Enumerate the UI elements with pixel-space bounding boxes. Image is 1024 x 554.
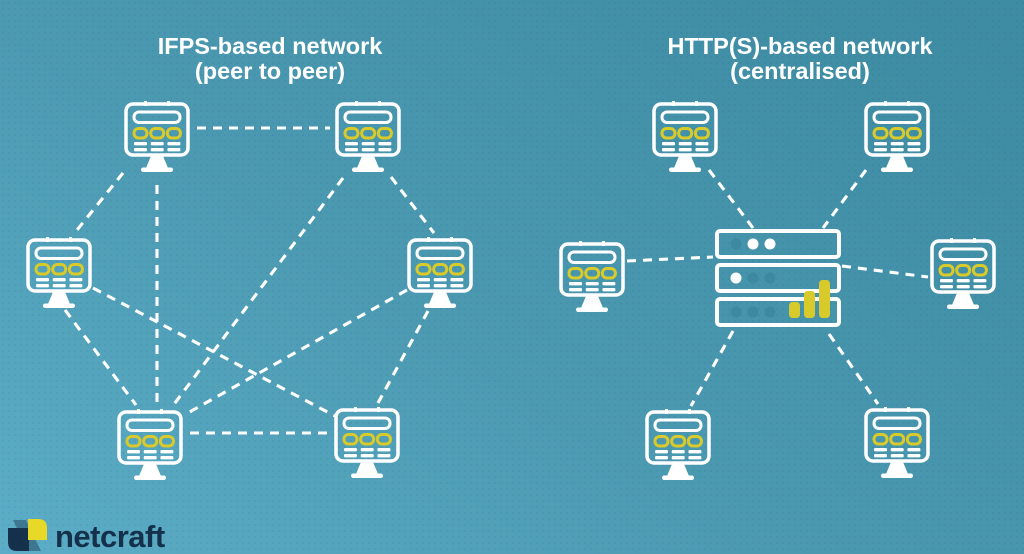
edge-peer-mid-right-peer-bottom-left <box>185 288 408 416</box>
netcraft-wordmark: netcraft <box>55 519 165 554</box>
edge-peer-top-right-peer-mid-right <box>389 176 436 234</box>
right-network-subtitle: (centralised) <box>730 58 870 84</box>
server-slab-middle <box>715 263 841 293</box>
edge-client-top-right-server <box>821 169 868 229</box>
server-icon <box>715 229 841 327</box>
led-on <box>747 238 759 250</box>
led-dim <box>747 272 759 284</box>
edge-peer-mid-left-peer-bottom-left <box>63 309 138 406</box>
right-network-title: HTTP(S)-based network <box>667 33 933 59</box>
right-network-connections <box>626 169 929 407</box>
led-dim <box>730 238 742 250</box>
led-dim <box>764 272 776 284</box>
computer-icon-client-mid-left <box>559 239 625 314</box>
computer-icon-peer-mid-left <box>26 235 92 310</box>
computer-icon-peer-bottom-left <box>117 407 183 482</box>
left-network-subtitle: (peer to peer) <box>195 58 345 84</box>
led-on <box>730 272 742 284</box>
led-on <box>764 238 776 250</box>
edge-client-bottom-left-server <box>689 330 735 407</box>
edge-peer-mid-left-peer-bottom-right <box>92 286 336 418</box>
edge-client-top-left-server <box>707 169 755 229</box>
edge-client-mid-right-server <box>841 264 929 279</box>
computer-icon-peer-top-right <box>335 99 401 174</box>
led-dim <box>730 306 742 318</box>
computer-icon-client-mid-right <box>930 236 996 311</box>
edge-client-bottom-right-server <box>827 333 880 405</box>
edge-peer-mid-right-peer-bottom-right <box>376 310 430 404</box>
computer-icon-peer-bottom-right <box>334 405 400 480</box>
edge-client-mid-left-server <box>626 255 714 263</box>
netcraft-n-mark-icon <box>8 519 47 551</box>
server-slab-bottom <box>715 297 841 327</box>
left-network-connections <box>63 126 436 435</box>
computer-icon-peer-top-left <box>124 99 190 174</box>
netcraft-logo: netcraft <box>8 519 165 554</box>
computer-icon-peer-mid-right <box>407 235 473 310</box>
bar-chart-icon <box>789 280 830 318</box>
computer-icon-client-bottom-right <box>864 405 930 480</box>
edge-peer-top-right-peer-bottom-left <box>170 177 345 408</box>
server-slab-top <box>715 229 841 259</box>
led-dim <box>747 306 759 318</box>
led-dim <box>764 306 776 318</box>
left-network-title: IFPS-based network <box>158 33 384 59</box>
computer-icon-client-top-right <box>864 99 930 174</box>
computer-icon-client-bottom-left <box>645 407 711 482</box>
computer-icon-client-top-left <box>652 99 718 174</box>
edge-peer-top-left-peer-mid-left <box>71 172 125 236</box>
